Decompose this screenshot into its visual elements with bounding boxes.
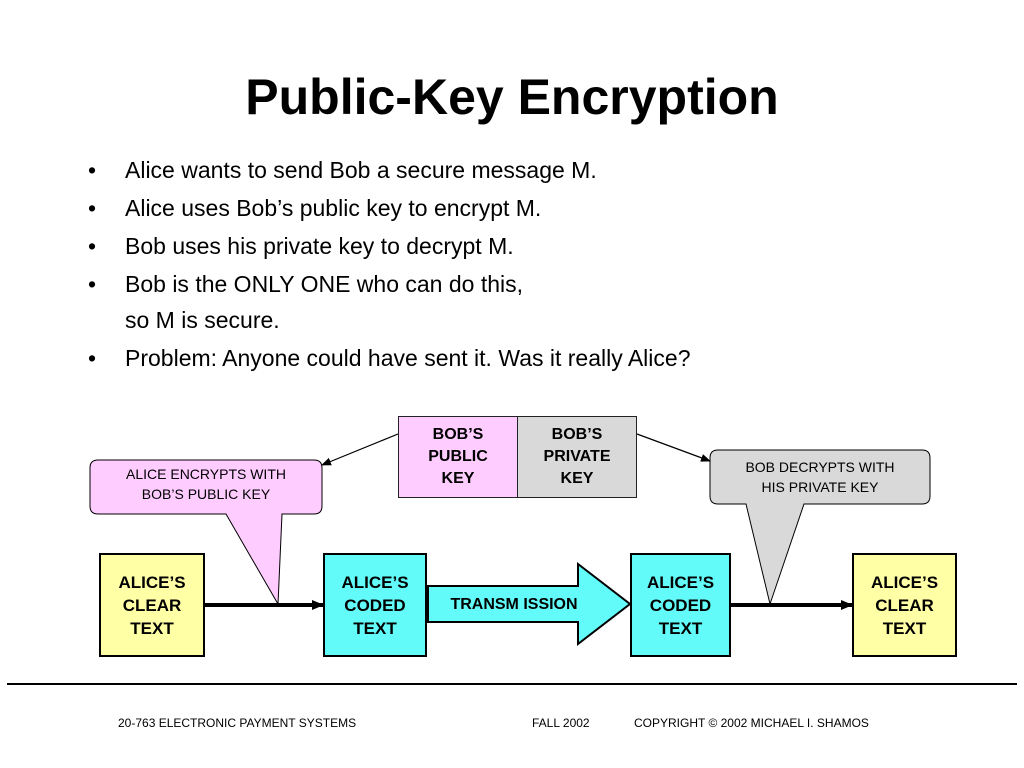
bullet-item: • Bob is the ONLY ONE who can do this, so … — [88, 266, 691, 338]
bullet-marker: • — [88, 345, 97, 371]
transmission-label: TRANSM ISSION — [450, 596, 578, 613]
bob-private-key-label: BOB’S PRIVATE KEY — [543, 426, 611, 487]
bullet-marker: • — [88, 157, 97, 183]
bullet-text: Alice uses Bob’s public key to encrypt M… — [125, 195, 542, 221]
bullet-item: • Alice uses Bob’s public key to encrypt … — [88, 190, 691, 226]
callout-alice-text: ALICE ENCRYPTS WITH BOB’S PUBLIC KEY — [126, 466, 286, 502]
bullet-list: • Alice wants to send Bob a secure messag… — [88, 152, 691, 378]
alice-clear-text-box-right: ALICE’S CLEAR TEXT — [852, 553, 957, 657]
alice-clear-text-left-label: ALICE’S CLEAR TEXT — [118, 572, 186, 638]
bullet-text: Bob uses his private key to decrypt M. — [125, 233, 514, 259]
bullet-item: • Bob uses his private key to decrypt M. — [88, 228, 691, 264]
callout-bob-text: BOB DECRYPTS WITH HIS PRIVATE KEY — [745, 459, 895, 495]
bob-private-key-box: BOB’S PRIVATE KEY — [517, 416, 637, 498]
alice-clear-text-box-left: ALICE’S CLEAR TEXT — [99, 553, 205, 657]
alice-coded-text-right-label: ALICE’S CODED TEXT — [646, 572, 715, 638]
alice-coded-text-left-label: ALICE’S CODED TEXT — [341, 572, 409, 638]
bullet-marker: • — [88, 271, 97, 297]
bullet-item: • Alice wants to send Bob a secure messag… — [88, 152, 691, 188]
footer-divider — [7, 683, 1017, 685]
bullet-item: • Problem: Anyone could have sent it. Was… — [88, 340, 691, 376]
slide-title: Public-Key Encryption — [245, 69, 779, 125]
bob-public-key-box: BOB’S PUBLIC KEY — [398, 416, 518, 498]
transmission-arrow — [427, 561, 632, 647]
bob-public-key-label: BOB’S PUBLIC KEY — [428, 426, 488, 487]
alice-coded-text-box-right: ALICE’S CODED TEXT — [630, 553, 731, 657]
alice-coded-text-box-left: ALICE’S CODED TEXT — [323, 553, 427, 657]
bullet-text: Problem: Anyone could have sent it. Was … — [125, 345, 691, 371]
bullet-text: Bob is the ONLY ONE who can do this, — [125, 271, 524, 297]
bullet-marker: • — [88, 233, 97, 259]
private-key-arrow — [636, 433, 711, 462]
bullet-text-continuation: so M is secure. — [125, 307, 280, 333]
public-key-arrow — [321, 433, 399, 466]
bullet-text: Alice wants to send Bob a secure message… — [125, 157, 597, 183]
bullet-marker: • — [88, 195, 97, 221]
footer-course: 20-763 ELECTRONIC PAYMENT SYSTEMS — [118, 716, 357, 730]
alice-clear-text-right-label: ALICE’S CLEAR TEXT — [870, 572, 939, 638]
footer-copyright: COPYRIGHT © 2002 MICHAEL I. SHAMOS — [634, 716, 869, 730]
footer-term: FALL 2002 — [532, 716, 590, 730]
